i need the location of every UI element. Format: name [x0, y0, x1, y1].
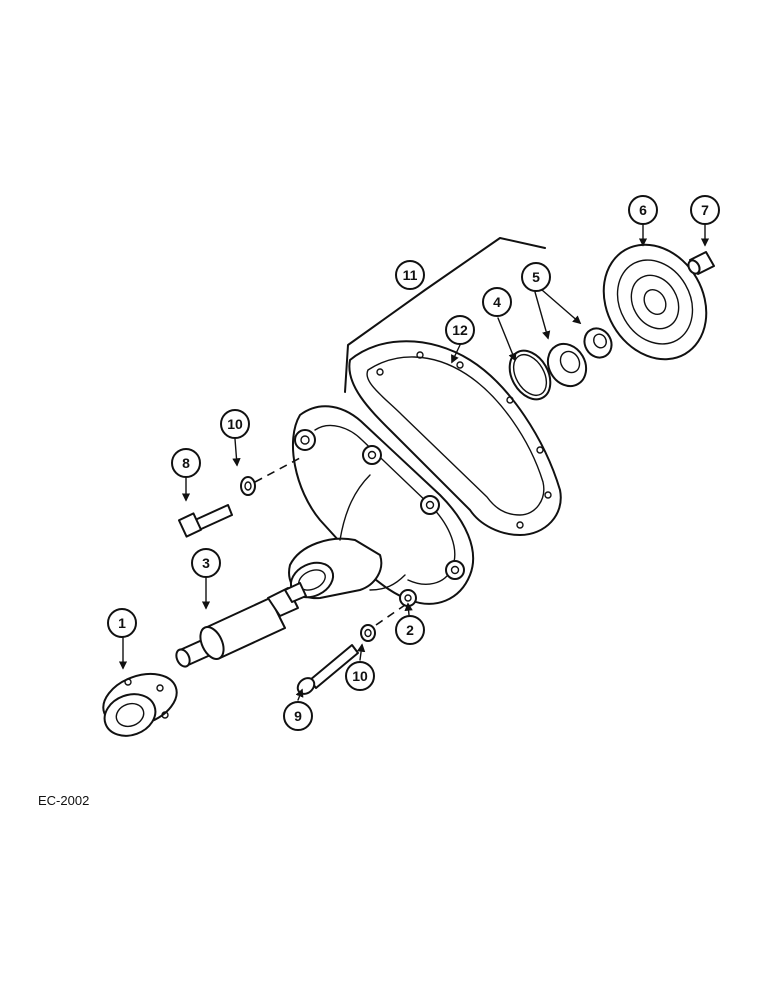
svg-text:9: 9	[294, 708, 302, 724]
part-impeller-6	[602, 243, 708, 361]
callout-12: 12	[445, 315, 475, 345]
svg-text:5: 5	[532, 269, 540, 285]
callout-7: 7	[690, 195, 720, 225]
part-seal-5-small	[583, 327, 613, 359]
svg-text:10: 10	[227, 416, 243, 432]
part-plug-7	[687, 251, 715, 275]
part-pulley-hub-1	[102, 672, 178, 737]
part-washer-10-upper	[240, 476, 256, 496]
svg-text:8: 8	[182, 455, 190, 471]
callout-8: 8	[171, 448, 201, 478]
callout-4: 4	[482, 287, 512, 317]
svg-text:4: 4	[493, 294, 501, 310]
callout-11: 11	[395, 260, 425, 290]
part-washer-10-lower	[360, 624, 376, 642]
callout-3: 3	[191, 548, 221, 578]
svg-text:3: 3	[202, 555, 210, 571]
assembly-bracket-11	[344, 237, 546, 393]
callout-5: 5	[521, 262, 551, 292]
svg-text:6: 6	[639, 202, 647, 218]
svg-text:12: 12	[452, 322, 468, 338]
svg-text:10: 10	[352, 668, 368, 684]
svg-text:1: 1	[118, 615, 126, 631]
part-seal-5-large	[546, 342, 588, 388]
part-o-ring-4	[508, 349, 552, 401]
figure-code: EC-2002	[38, 793, 89, 808]
callout-6: 6	[628, 195, 658, 225]
callout-10-upper: 10	[220, 409, 250, 439]
leader-lines	[118, 224, 710, 701]
callout-1: 1	[107, 608, 137, 638]
svg-text:7: 7	[701, 202, 709, 218]
part-bolt-8	[177, 504, 233, 538]
svg-text:11: 11	[403, 267, 418, 283]
part-shaft-bearing-3	[175, 582, 307, 668]
part-pump-housing-2	[288, 405, 475, 607]
svg-text:2: 2	[406, 622, 414, 638]
callout-9: 9	[283, 701, 313, 731]
callout-10-lower: 10	[345, 661, 375, 691]
callout-2: 2	[395, 615, 425, 645]
part-gasket-12	[348, 340, 562, 536]
